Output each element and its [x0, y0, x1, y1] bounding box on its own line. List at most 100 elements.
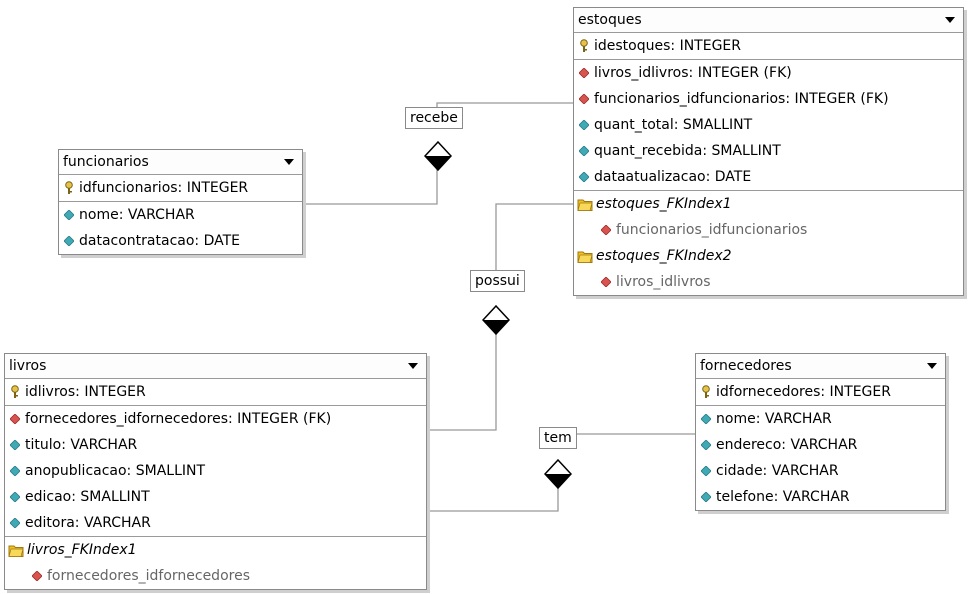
attribute-row[interactable]: endereco: VARCHAR	[696, 432, 945, 458]
entity-header[interactable]: livros	[5, 354, 426, 379]
column-label: livros_idlivros	[616, 274, 711, 290]
index-column-row[interactable]: fornecedores_idfornecedores	[5, 563, 426, 589]
column-label: fornecedores_idfornecedores	[47, 568, 250, 584]
attribute-row[interactable]: anopublicacao: SMALLINT	[5, 458, 426, 484]
attribute-row[interactable]: quant_recebida: SMALLINT	[574, 138, 963, 164]
entity-title: estoques	[578, 12, 642, 28]
relationship-tem-label[interactable]: tem	[539, 427, 577, 449]
attribute-row[interactable]: nome: VARCHAR	[696, 406, 945, 432]
cyan-diamond-icon	[696, 492, 716, 502]
red-diamond-icon	[574, 94, 594, 104]
relationship-recebe-diamond-icon[interactable]	[424, 141, 452, 171]
red-diamond-icon	[596, 225, 616, 235]
primary-key-row[interactable]: idfornecedores: INTEGER	[696, 379, 945, 406]
entity-header[interactable]: estoques	[574, 8, 963, 33]
entity-header[interactable]: fornecedores	[696, 354, 945, 379]
cyan-diamond-icon	[574, 120, 594, 130]
cyan-diamond-icon	[574, 172, 594, 182]
cyan-diamond-icon	[59, 236, 79, 246]
key-icon	[696, 385, 716, 399]
column-label: anopublicacao: SMALLINT	[25, 463, 206, 479]
column-label: nome: VARCHAR	[716, 411, 832, 427]
cyan-diamond-icon	[5, 466, 25, 476]
red-diamond-icon	[596, 277, 616, 287]
index-row[interactable]: estoques_FKIndex1	[574, 190, 963, 217]
foreign-key-row[interactable]: fornecedores_idfornecedores: INTEGER (FK…	[5, 406, 426, 432]
entity-fornecedores[interactable]: fornecedores idfornecedores: INTEGER nom…	[695, 353, 946, 511]
column-label: endereco: VARCHAR	[716, 437, 858, 453]
red-diamond-icon	[27, 571, 47, 581]
column-label: quant_recebida: SMALLINT	[594, 143, 781, 159]
entity-livros[interactable]: livros idlivros: INTEGER fornecedores_id…	[4, 353, 427, 590]
key-icon	[574, 39, 594, 53]
column-label: edicao: SMALLINT	[25, 489, 150, 505]
entity-title: fornecedores	[700, 358, 792, 374]
column-label: editora: VARCHAR	[25, 515, 151, 531]
folder-icon	[574, 198, 596, 211]
red-diamond-icon	[574, 68, 594, 78]
cyan-diamond-icon	[59, 210, 79, 220]
entity-title: livros	[9, 358, 47, 374]
entity-header[interactable]: funcionarios	[59, 150, 302, 175]
column-label: fornecedores_idfornecedores: INTEGER (FK…	[25, 411, 332, 427]
relationship-possui-label[interactable]: possui	[470, 270, 525, 292]
entity-title: funcionarios	[63, 154, 149, 170]
column-label: livros_idlivros: INTEGER (FK)	[594, 65, 792, 81]
primary-key-row[interactable]: idestoques: INTEGER	[574, 33, 963, 60]
column-label: quant_total: SMALLINT	[594, 117, 753, 133]
attribute-row[interactable]: titulo: VARCHAR	[5, 432, 426, 458]
chevron-down-icon[interactable]	[945, 17, 955, 23]
column-label: idlivros: INTEGER	[25, 384, 146, 400]
relationship-recebe-label[interactable]: recebe	[405, 107, 463, 129]
cyan-diamond-icon	[5, 492, 25, 502]
attribute-row[interactable]: nome: VARCHAR	[59, 202, 302, 228]
index-column-row[interactable]: livros_idlivros	[574, 269, 963, 295]
attribute-row[interactable]: edicao: SMALLINT	[5, 484, 426, 510]
attribute-row[interactable]: editora: VARCHAR	[5, 510, 426, 536]
column-label: funcionarios_idfuncionarios	[616, 222, 808, 238]
red-diamond-icon	[5, 414, 25, 424]
index-row[interactable]: estoques_FKIndex2	[574, 243, 963, 269]
folder-icon	[5, 544, 27, 557]
entity-funcionarios[interactable]: funcionarios idfuncionarios: INTEGER nom…	[58, 149, 303, 255]
column-label: idestoques: INTEGER	[594, 38, 741, 54]
cyan-diamond-icon	[574, 146, 594, 156]
column-label: idfornecedores: INTEGER	[716, 384, 891, 400]
cyan-diamond-icon	[696, 440, 716, 450]
cyan-diamond-icon	[696, 466, 716, 476]
key-icon	[59, 181, 79, 195]
relationship-possui-diamond-icon[interactable]	[482, 305, 510, 335]
chevron-down-icon[interactable]	[927, 363, 937, 369]
chevron-down-icon[interactable]	[408, 363, 418, 369]
cyan-diamond-icon	[5, 440, 25, 450]
index-row[interactable]: livros_FKIndex1	[5, 536, 426, 563]
attribute-row[interactable]: quant_total: SMALLINT	[574, 112, 963, 138]
column-label: idfuncionarios: INTEGER	[79, 180, 249, 196]
cyan-diamond-icon	[5, 518, 25, 528]
attribute-row[interactable]: dataatualizacao: DATE	[574, 164, 963, 190]
column-label: dataatualizacao: DATE	[594, 169, 752, 185]
foreign-key-row[interactable]: funcionarios_idfuncionarios: INTEGER (FK…	[574, 86, 963, 112]
column-label: datacontratacao: DATE	[79, 233, 240, 249]
attribute-row[interactable]: telefone: VARCHAR	[696, 484, 945, 510]
folder-icon	[574, 250, 596, 263]
primary-key-row[interactable]: idlivros: INTEGER	[5, 379, 426, 406]
index-label: livros_FKIndex1	[27, 542, 137, 558]
attribute-row[interactable]: cidade: VARCHAR	[696, 458, 945, 484]
cyan-diamond-icon	[696, 414, 716, 424]
primary-key-row[interactable]: idfuncionarios: INTEGER	[59, 175, 302, 202]
column-label: cidade: VARCHAR	[716, 463, 839, 479]
foreign-key-row[interactable]: livros_idlivros: INTEGER (FK)	[574, 60, 963, 86]
column-label: nome: VARCHAR	[79, 207, 195, 223]
relationship-tem-diamond-icon[interactable]	[544, 459, 572, 489]
index-label: estoques_FKIndex2	[596, 248, 732, 264]
attribute-row[interactable]: datacontratacao: DATE	[59, 228, 302, 254]
entity-estoques[interactable]: estoques idestoques: INTEGER livros_idli…	[573, 7, 964, 296]
column-label: telefone: VARCHAR	[716, 489, 850, 505]
index-label: estoques_FKIndex1	[596, 196, 732, 212]
key-icon	[5, 385, 25, 399]
column-label: titulo: VARCHAR	[25, 437, 138, 453]
index-column-row[interactable]: funcionarios_idfuncionarios	[574, 217, 963, 243]
column-label: funcionarios_idfuncionarios: INTEGER (FK…	[594, 91, 889, 107]
chevron-down-icon[interactable]	[284, 159, 294, 165]
